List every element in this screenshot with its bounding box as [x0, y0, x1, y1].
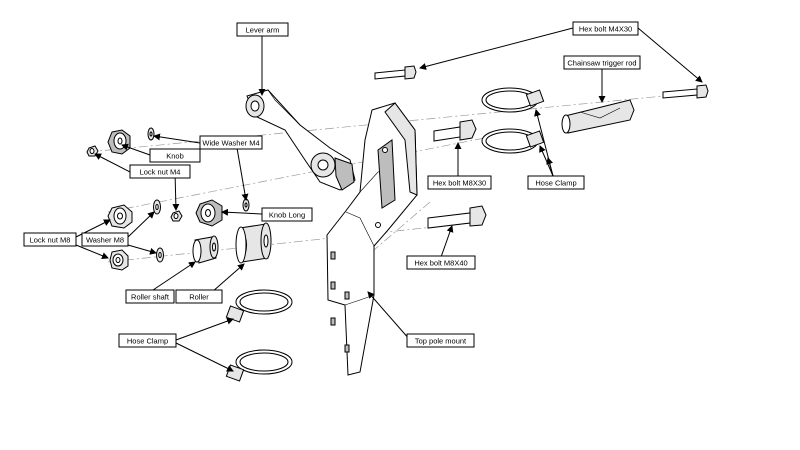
svg-text:Hose Clamp: Hose Clamp: [127, 337, 168, 346]
label-hex-bolt-m8x40: Hex bolt M8X40: [406, 255, 476, 270]
svg-text:Hose Clamp: Hose Clamp: [535, 179, 576, 188]
svg-text:Knob Long: Knob Long: [269, 211, 305, 220]
label-lever-arm: Lever arm: [236, 22, 289, 37]
label-knob-long: Knob Long: [261, 207, 313, 222]
hose-clamp-bottom-part: [225, 289, 293, 382]
label-top-pole-mount: Top pole mount: [406, 333, 475, 348]
roller-shaft-part: [192, 235, 219, 264]
roller-part: [235, 222, 272, 264]
label-hose-clamp-top: Hose Clamp: [527, 175, 585, 190]
label-wide-washer-m4: Wide Washer M4: [199, 135, 263, 150]
label-lock-nut-m8: Lock nut M8: [23, 232, 77, 247]
label-roller: Roller: [175, 289, 223, 304]
washer-middle-part: [242, 198, 250, 212]
label-knob: Knob: [149, 148, 201, 163]
svg-text:Roller shaft: Roller shaft: [131, 293, 170, 302]
washer-m8-lower-part: [156, 247, 164, 263]
svg-text:Lock nut M4: Lock nut M4: [140, 168, 181, 177]
svg-text:Hex bolt M8X30: Hex bolt M8X30: [433, 179, 486, 188]
svg-text:Hex bolt M4X30: Hex bolt M4X30: [579, 25, 632, 34]
svg-text:Lock nut M8: Lock nut M8: [30, 236, 71, 245]
label-hose-clamp-bottom: Hose Clamp: [118, 333, 177, 348]
hex-bolt-m4x30-part: [374, 65, 709, 99]
label-hex-bolt-m8x30: Hex bolt M8X30: [427, 175, 492, 190]
lock-nut-m8-upper-part: [107, 204, 133, 229]
svg-text:Hex bolt M8X40: Hex bolt M8X40: [414, 259, 467, 268]
label-roller-shaft: Roller shaft: [125, 289, 175, 304]
svg-text:Top pole mount: Top pole mount: [415, 337, 467, 346]
svg-text:Chainsaw trigger rod: Chainsaw trigger rod: [567, 59, 636, 68]
knob-long-part: [195, 199, 223, 227]
hose-clamp-top-part: [481, 87, 545, 154]
top-pole-mount-part: [326, 102, 418, 376]
label-hex-bolt-m4x30: Hex bolt M4X30: [572, 21, 639, 36]
hex-bolt-m8x40-part: [427, 205, 487, 229]
svg-text:Lever arm: Lever arm: [246, 26, 280, 35]
knob-part: [107, 129, 131, 155]
lock-nut-m4-middle-part: [170, 210, 183, 222]
wide-washer-m4-part: [147, 127, 155, 141]
svg-text:Knob: Knob: [166, 152, 184, 161]
svg-text:Washer M8: Washer M8: [86, 236, 124, 245]
washer-m8-upper-part: [153, 199, 161, 215]
svg-text:Roller: Roller: [189, 293, 209, 302]
chainsaw-trigger-rod-part: [561, 99, 635, 134]
svg-text:Wide Washer M4: Wide Washer M4: [202, 139, 259, 148]
hex-bolt-m8x30-part: [433, 119, 477, 142]
lever-arm-part: [245, 89, 356, 191]
lock-nut-m8-lower-part: [109, 249, 129, 271]
label-washer-m8: Washer M8: [81, 232, 129, 247]
label-chainsaw-trigger-rod: Chainsaw trigger rod: [563, 55, 641, 70]
label-lock-nut-m4: Lock nut M4: [129, 164, 191, 179]
